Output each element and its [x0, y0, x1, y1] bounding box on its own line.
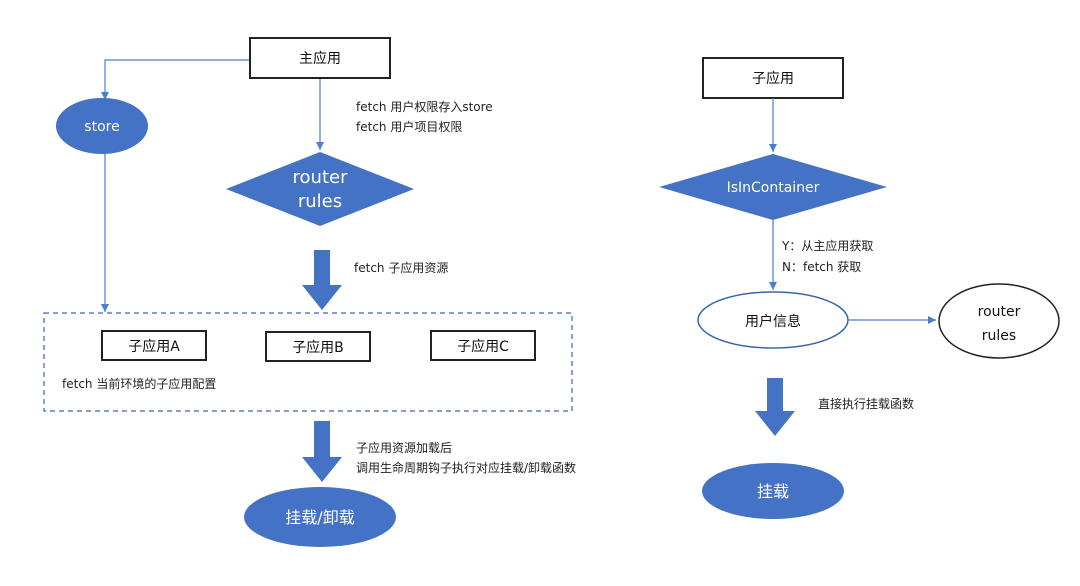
sub-app-c-label: 子应用C — [457, 338, 509, 355]
sub-app-a-label: 子应用A — [128, 338, 180, 355]
right-mount-node: 挂载 — [702, 463, 844, 519]
note-fetch-project-permissions: fetch 用户项目权限 — [356, 119, 462, 134]
router-rules-line1: router — [293, 167, 349, 188]
mount-unmount-label: 挂载/卸载 — [285, 508, 354, 527]
sub-apps-container — [43, 312, 573, 412]
sub-app-c-box: 子应用C — [430, 330, 536, 361]
router-rules-line2: rules — [298, 191, 342, 212]
sub-app-b-box: 子应用B — [265, 331, 371, 362]
right-router-rules-line1: router — [978, 304, 1021, 320]
note-call-lifecycle-hooks: 调用生命周期钩子执行对应挂载/卸载函数 — [356, 460, 576, 475]
connector-main-to-store — [101, 59, 250, 100]
mount-unmount-node: 挂载/卸载 — [244, 487, 396, 547]
note-fetch-sub-resources: fetch 子应用资源 — [354, 260, 448, 275]
note-yes-from-main: Y：从主应用获取 — [781, 238, 873, 253]
is-in-container-label: IsInContainer — [727, 180, 820, 196]
store-node: store — [56, 98, 148, 154]
block-arrow-to-right-mount — [755, 378, 795, 436]
note-direct-mount: 直接执行挂载函数 — [818, 396, 914, 411]
user-info-label: 用户信息 — [745, 313, 801, 330]
block-arrow-to-mount — [302, 421, 342, 482]
store-label: store — [84, 119, 119, 135]
block-arrow-to-subapps — [302, 250, 342, 310]
right-router-rules-node: router rules — [938, 283, 1060, 359]
sub-app-box: 子应用 — [702, 57, 844, 99]
sub-app-b-label: 子应用B — [292, 339, 344, 356]
user-info-node: 用户信息 — [697, 291, 849, 349]
router-rules-diamond: router rules — [226, 152, 414, 226]
sub-app-label: 子应用 — [752, 70, 794, 87]
note-resources-loaded: 子应用资源加载后 — [356, 440, 452, 455]
note-fetch-permissions: fetch 用户权限存入store — [356, 99, 493, 114]
is-in-container-diamond: IsInContainer — [659, 154, 887, 220]
right-router-rules-line2: rules — [982, 328, 1016, 344]
main-app-label: 主应用 — [299, 50, 341, 67]
note-fetch-env-config: fetch 当前环境的子应用配置 — [62, 376, 216, 391]
sub-app-a-box: 子应用A — [101, 330, 207, 361]
main-app-box: 主应用 — [249, 37, 391, 79]
note-no-fetch: N：fetch 获取 — [782, 260, 861, 274]
right-mount-label: 挂载 — [757, 482, 789, 501]
